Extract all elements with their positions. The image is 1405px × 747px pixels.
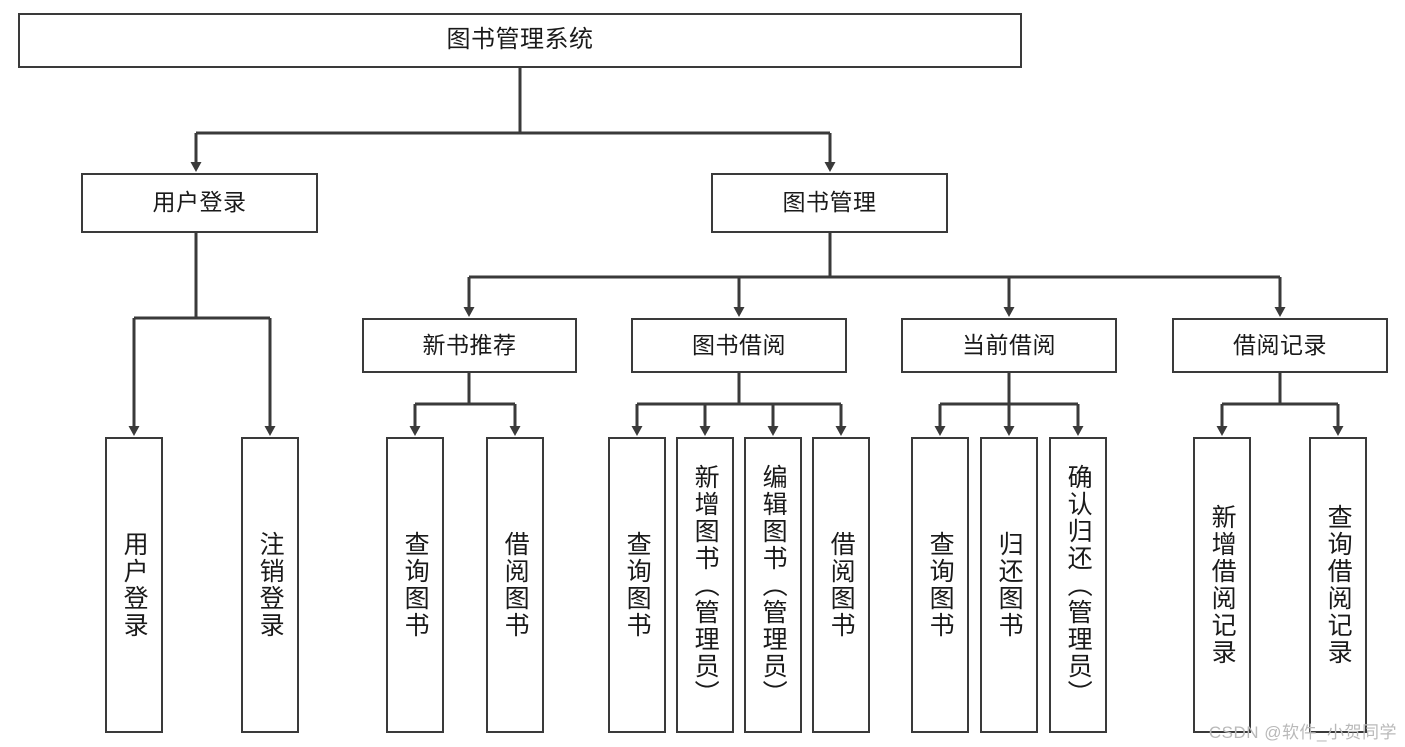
leaf-query-record[interactable]: 查询借阅记录 <box>1309 437 1367 733</box>
node-root-label: 图书管理系统 <box>446 26 594 54</box>
leaf-borrow-book-1[interactable]: 借阅图书 <box>486 437 544 733</box>
node-user-login-label: 用户登录 <box>152 189 247 216</box>
leaf-add-record[interactable]: 新增借阅记录 <box>1193 437 1251 733</box>
node-book-manage[interactable]: 图书管理 <box>711 173 948 233</box>
leaf-query-book-2[interactable]: 查询图书 <box>608 437 666 733</box>
leaf-user-login-label: 用户登录 <box>120 531 149 639</box>
leaf-query-record-label: 查询借阅记录 <box>1324 504 1353 666</box>
leaf-query-book-2-label: 查询图书 <box>623 531 652 639</box>
node-current-borrow[interactable]: 当前借阅 <box>901 318 1117 373</box>
leaf-return-book[interactable]: 归还图书 <box>980 437 1038 733</box>
leaf-edit-book[interactable]: 编辑图书（管理员） <box>744 437 802 733</box>
leaf-user-login[interactable]: 用户登录 <box>105 437 163 733</box>
leaf-query-book-1[interactable]: 查询图书 <box>386 437 444 733</box>
leaf-query-book-3[interactable]: 查询图书 <box>911 437 969 733</box>
node-user-login[interactable]: 用户登录 <box>81 173 318 233</box>
node-new-book-recommend-label: 新书推荐 <box>422 331 517 358</box>
leaf-query-book-3-label: 查询图书 <box>926 531 955 639</box>
leaf-borrow-book-2-label: 借阅图书 <box>827 531 856 639</box>
leaf-query-book-1-label: 查询图书 <box>401 531 430 639</box>
node-new-book-recommend[interactable]: 新书推荐 <box>362 318 577 373</box>
node-book-borrow-label: 图书借阅 <box>692 331 786 358</box>
leaf-add-book[interactable]: 新增图书（管理员） <box>676 437 734 733</box>
node-book-borrow[interactable]: 图书借阅 <box>631 318 847 373</box>
leaf-confirm-return[interactable]: 确认归还（管理员） <box>1049 437 1107 733</box>
leaf-borrow-book-2[interactable]: 借阅图书 <box>812 437 870 733</box>
node-borrow-record[interactable]: 借阅记录 <box>1172 318 1388 373</box>
csdn-watermark: CSDN @软件_小贺同学 <box>1208 723 1397 742</box>
node-root[interactable]: 图书管理系统 <box>18 13 1022 68</box>
leaf-return-book-label: 归还图书 <box>995 531 1024 639</box>
leaf-user-logout[interactable]: 注销登录 <box>241 437 299 733</box>
leaf-borrow-book-1-label: 借阅图书 <box>501 531 530 639</box>
node-book-manage-label: 图书管理 <box>782 189 877 216</box>
leaf-edit-book-label: 编辑图书（管理员） <box>759 463 788 707</box>
leaf-add-book-label: 新增图书（管理员） <box>691 463 720 707</box>
node-current-borrow-label: 当前借阅 <box>962 331 1056 358</box>
leaf-confirm-return-label: 确认归还（管理员） <box>1064 463 1093 707</box>
node-borrow-record-label: 借阅记录 <box>1233 331 1327 358</box>
leaf-user-logout-label: 注销登录 <box>256 531 285 639</box>
leaf-add-record-label: 新增借阅记录 <box>1208 504 1237 666</box>
